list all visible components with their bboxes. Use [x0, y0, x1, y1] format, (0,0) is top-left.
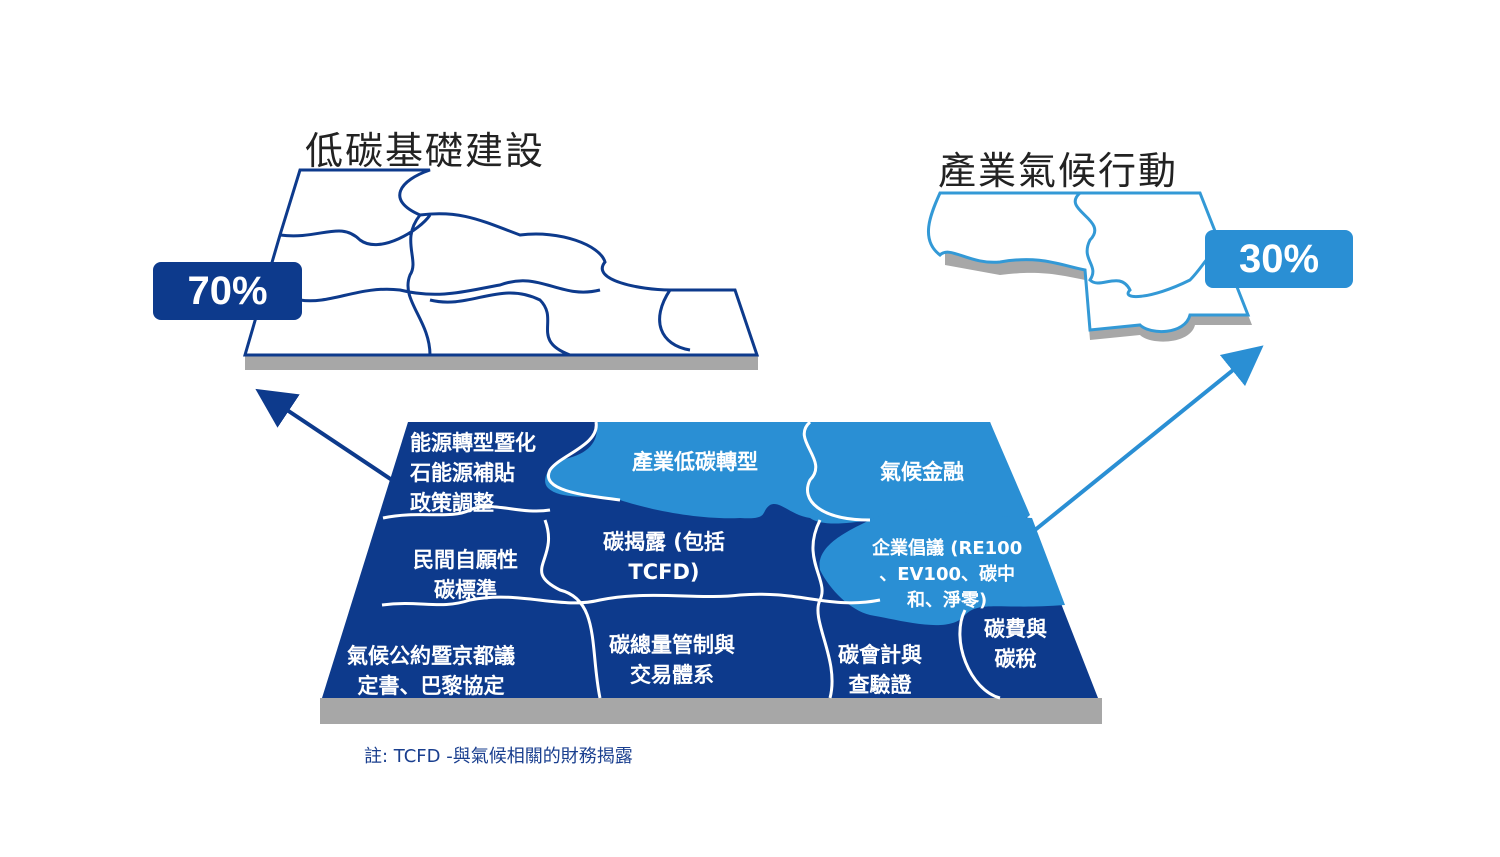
piece-energy-transition: 能源轉型暨化 石能源補貼 政策調整 [410, 431, 536, 515]
industry-percent-badge: 30% [1205, 230, 1353, 288]
left-panel-title: 低碳基礎建設 [305, 129, 546, 173]
right-panel-title: 產業氣候行動 [938, 149, 1179, 193]
piece-corporate-initiatives: 企業倡議 (RE100 、EV100、碳中 和、淨零) [872, 538, 1023, 611]
piece-climate-finance: 氣候金融 [880, 460, 964, 484]
piece-carbon-disclosure: 碳揭露 (包括 TCFD) [603, 530, 725, 584]
piece-industry-low-carbon: 產業低碳轉型 [632, 450, 758, 474]
main-puzzle-board [320, 420, 1102, 724]
piece-voluntary-standards: 民間自願性 碳標準 [413, 548, 518, 602]
right-puzzle [926, 191, 1252, 342]
piece-carbon-accounting: 碳會計與 查驗證 [838, 643, 922, 697]
piece-carbon-fee-tax: 碳費與 碳稅 [984, 617, 1047, 671]
arrow-to-infrastructure [255, 388, 397, 484]
piece-climate-conventions: 氣候公約暨京都議 定書、巴黎協定 [347, 644, 515, 698]
left-puzzle [243, 168, 760, 370]
arrow-to-industry [1033, 345, 1264, 532]
piece-cap-and-trade: 碳總量管制與 交易體系 [609, 633, 735, 687]
footnote: 註: TCFD -與氣候相關的財務揭露 [364, 746, 633, 767]
infrastructure-percent-badge: 70% [153, 262, 302, 320]
